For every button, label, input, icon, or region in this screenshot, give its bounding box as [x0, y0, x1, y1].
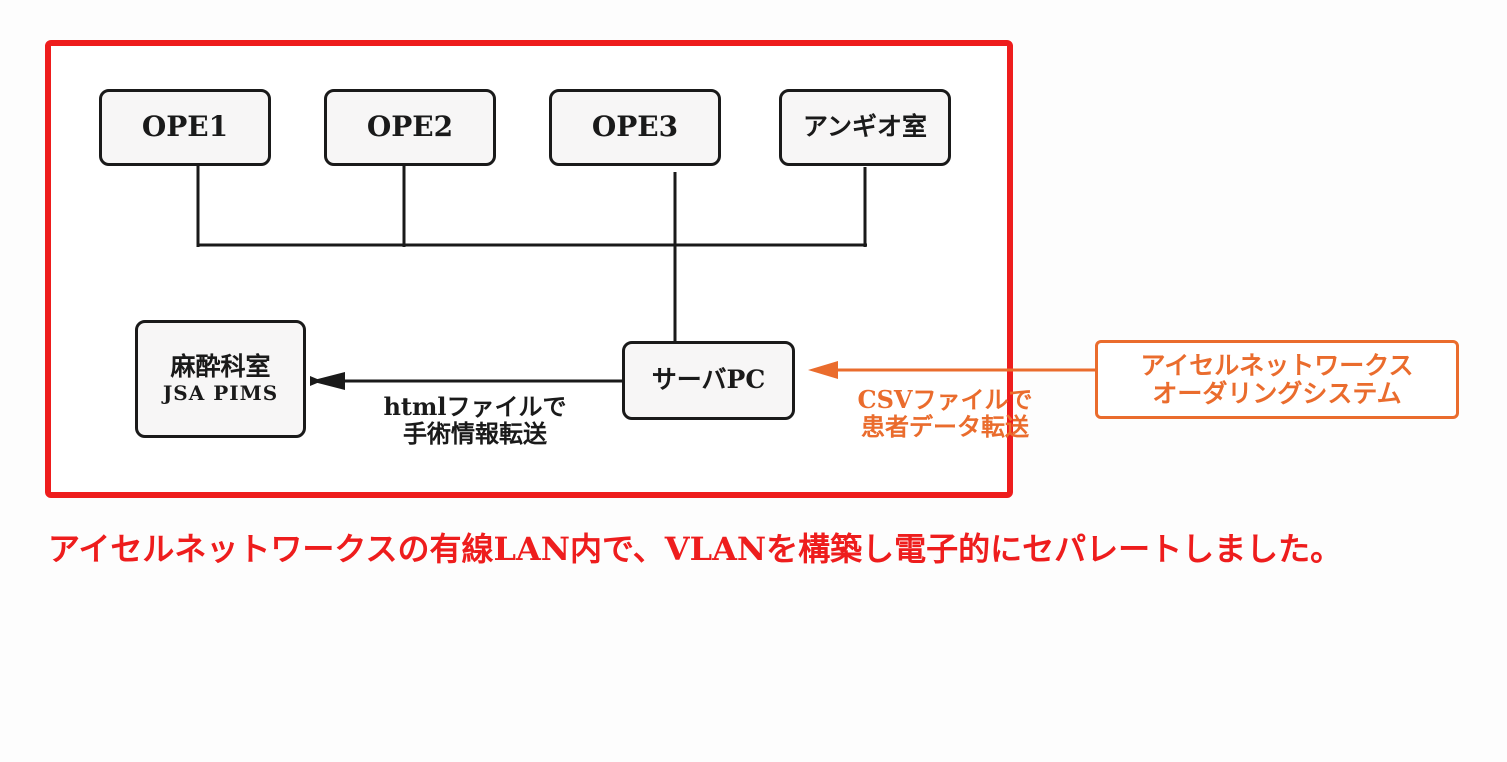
- node-anesthesia-room-label: 麻酔科室: [170, 352, 271, 382]
- node-external-ordering-system: アイセルネットワークス オーダリングシステム: [1095, 340, 1459, 419]
- node-ope1-label: OPE1: [141, 110, 229, 144]
- csv-transfer-label: CSVファイルで 患者データ転送: [835, 385, 1055, 441]
- node-anesthesia-system-label: JSA PIMS: [162, 380, 279, 405]
- external-system-line2: オーダリングシステム: [1152, 378, 1402, 408]
- csv-transfer-label-line1: CSVファイルで: [857, 385, 1033, 414]
- html-transfer-label: htmlファイルで 手術情報転送: [360, 392, 590, 448]
- node-angio-room-label: アンギオ室: [802, 112, 927, 142]
- csv-transfer-arrowhead: [808, 361, 838, 379]
- html-transfer-label-line2: 手術情報転送: [403, 418, 547, 448]
- node-server-pc-label: サーバPC: [651, 365, 766, 395]
- node-ope2-label: OPE2: [366, 110, 454, 144]
- html-transfer-label-line1: htmlファイルで: [383, 392, 567, 421]
- external-system-line1: アイセルネットワークス: [1140, 351, 1414, 380]
- csv-transfer-label-line2: 患者データ転送: [861, 411, 1029, 441]
- node-ope3-label: OPE3: [591, 110, 679, 144]
- node-server-pc: サーバPC: [622, 341, 795, 420]
- diagram-caption: アイセルネットワークスの有線LAN内で、VLANを構築し電子的にセパレートしまし…: [48, 530, 1343, 568]
- html-transfer-arrowhead: [310, 372, 345, 390]
- node-ope3: OPE3: [549, 89, 721, 166]
- node-ope1: OPE1: [99, 89, 271, 166]
- node-ope2: OPE2: [324, 89, 496, 166]
- node-anesthesia-room: 麻酔科室 JSA PIMS: [135, 320, 306, 438]
- node-angio-room: アンギオ室: [779, 89, 951, 166]
